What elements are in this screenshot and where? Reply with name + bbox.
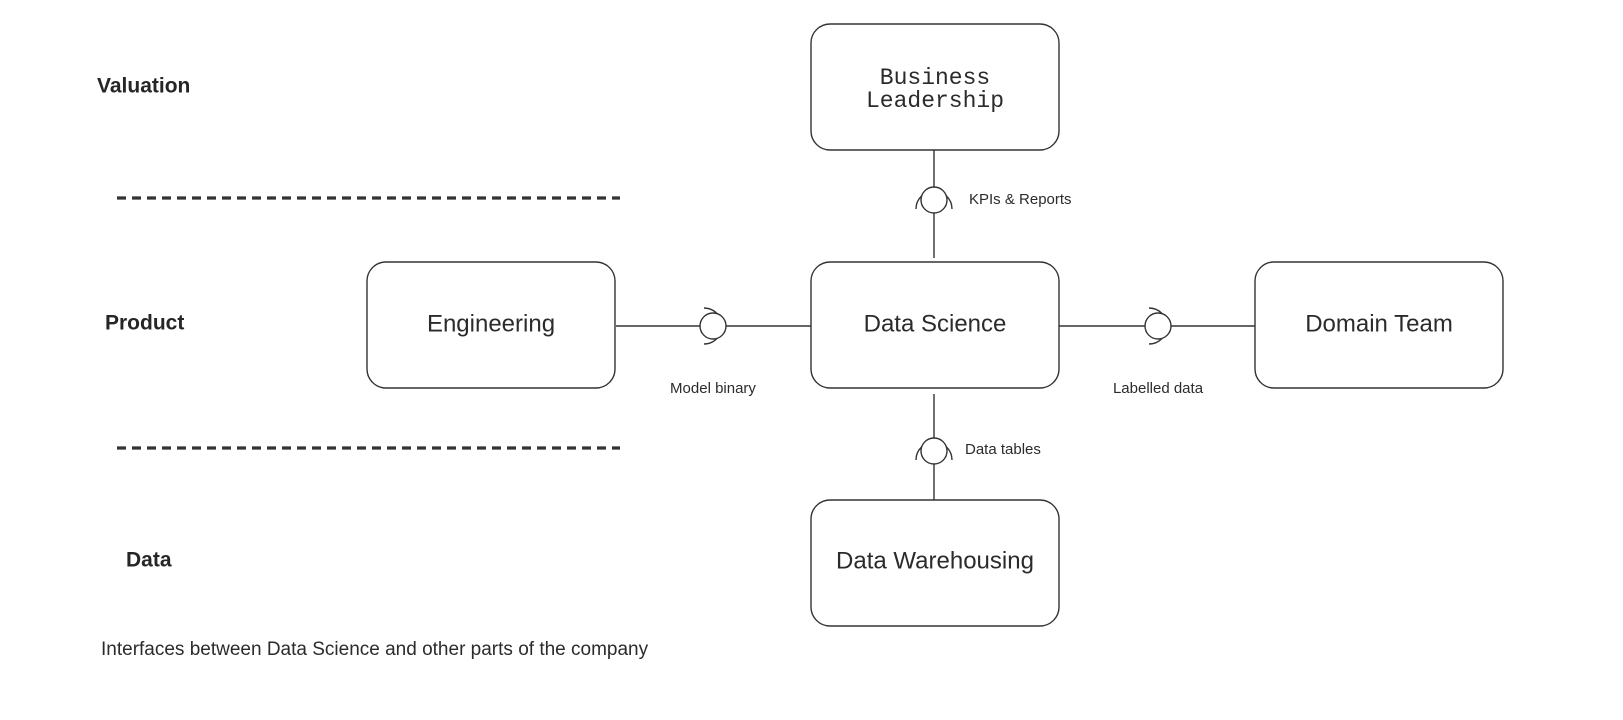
node-data-science-label: Data Science	[864, 310, 1007, 337]
interface-label-data-tables: Data tables	[965, 441, 1041, 458]
interface-model-binary[interactable]: Model binary	[670, 307, 756, 397]
node-domain-team-box	[1254, 261, 1504, 389]
interface-label-model-binary: Model binary	[670, 380, 756, 397]
node-business-leadership-label-line2: Leadership	[866, 88, 1004, 114]
node-data-warehousing[interactable]: Data Warehousing	[810, 499, 1060, 627]
node-engineering-box	[366, 261, 616, 389]
interface-labelled-data[interactable]: Labelled data	[1113, 307, 1204, 397]
node-data-warehousing-label: Data Warehousing	[836, 547, 1034, 574]
node-engineering-label: Engineering	[427, 310, 555, 337]
node-data-science-box	[810, 261, 1060, 389]
node-business-leadership-label-line1: Business	[880, 65, 990, 91]
interface-kpis-reports[interactable]: KPIs & Reports	[915, 186, 1072, 214]
node-engineering[interactable]: Engineering	[366, 261, 616, 389]
node-business-leadership[interactable]: Business Leadership	[810, 23, 1060, 151]
interface-label-labelled-data: Labelled data	[1113, 380, 1204, 397]
diagram-caption: Interfaces between Data Science and othe…	[101, 639, 649, 660]
node-data-science[interactable]: Data Science	[810, 261, 1060, 389]
interface-label-kpis-reports: KPIs & Reports	[969, 191, 1072, 208]
ball-kpis-reports	[920, 186, 948, 214]
interface-data-tables[interactable]: Data tables	[915, 437, 1041, 465]
node-domain-team[interactable]: Domain Team	[1254, 261, 1504, 389]
tier-label-valuation: Valuation	[97, 75, 190, 98]
ball-labelled-data	[1144, 312, 1172, 340]
node-domain-team-label: Domain Team	[1305, 310, 1453, 337]
tier-label-product: Product	[105, 312, 184, 335]
ball-model-binary	[699, 312, 727, 340]
node-data-warehousing-box	[810, 499, 1060, 627]
node-business-leadership-box	[810, 23, 1060, 151]
tier-label-data: Data	[126, 549, 172, 572]
ball-data-tables	[920, 437, 948, 465]
